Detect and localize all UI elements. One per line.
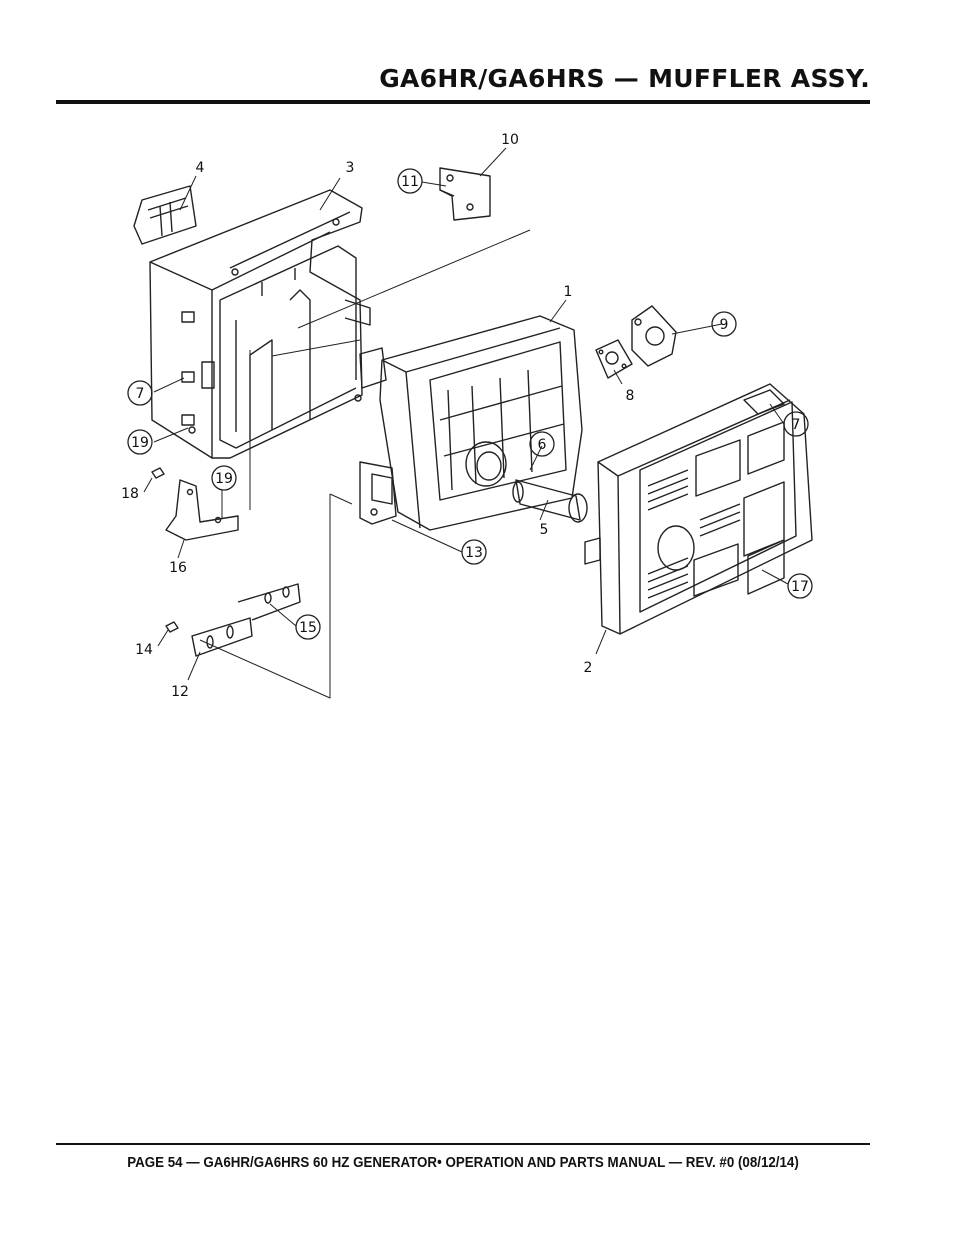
callout-13: 13 (465, 545, 483, 561)
callout-7: 7 (136, 386, 145, 402)
muffler-cover-part (149, 189, 371, 459)
flange-part (631, 305, 677, 367)
muffler-body-part (359, 315, 583, 531)
callout-6: 6 (538, 437, 547, 453)
heat-plate-part (133, 185, 197, 245)
nut-part (165, 621, 179, 633)
callout-14: 14 (135, 642, 153, 658)
callout-8: 8 (626, 388, 635, 404)
footer-rule (56, 1143, 870, 1145)
tail-pipe-part (512, 479, 588, 523)
callout-2: 2 (584, 660, 593, 676)
upper-bracket-part (439, 167, 491, 221)
callout-18: 18 (121, 486, 139, 502)
muffler-mount-part (359, 461, 397, 525)
callout-19: 19 (131, 435, 149, 451)
nut-part (151, 467, 165, 479)
l-bracket-part (165, 479, 239, 541)
callout-15: 15 (299, 620, 317, 636)
callout-16: 16 (169, 560, 187, 576)
page-footer: PAGE 54 — GA6HR/GA6HRS 60 HZ GENERATOR• … (127, 1155, 799, 1171)
callout-7: 7 (792, 417, 801, 433)
stay-part (191, 583, 301, 657)
callout-17: 17 (791, 579, 809, 595)
muffler-protector-part (584, 383, 813, 635)
callout-5: 5 (540, 522, 549, 538)
callout-10: 10 (501, 132, 519, 148)
muffler-exploded-diagram: 4 3 10 1 8 5 18 16 14 12 2 11 9 7 19 7 6… (121, 132, 813, 700)
callout-19: 19 (215, 471, 233, 487)
page-title: GA6HR/GA6HRS — MUFFLER ASSY. (379, 64, 870, 93)
callout-4: 4 (196, 160, 205, 176)
callout-12: 12 (171, 684, 189, 700)
callout-3: 3 (346, 160, 355, 176)
header-rule (56, 100, 870, 104)
callout-11: 11 (401, 174, 419, 190)
gasket-part (595, 339, 633, 379)
callout-9: 9 (720, 317, 729, 333)
callout-1: 1 (564, 284, 573, 300)
